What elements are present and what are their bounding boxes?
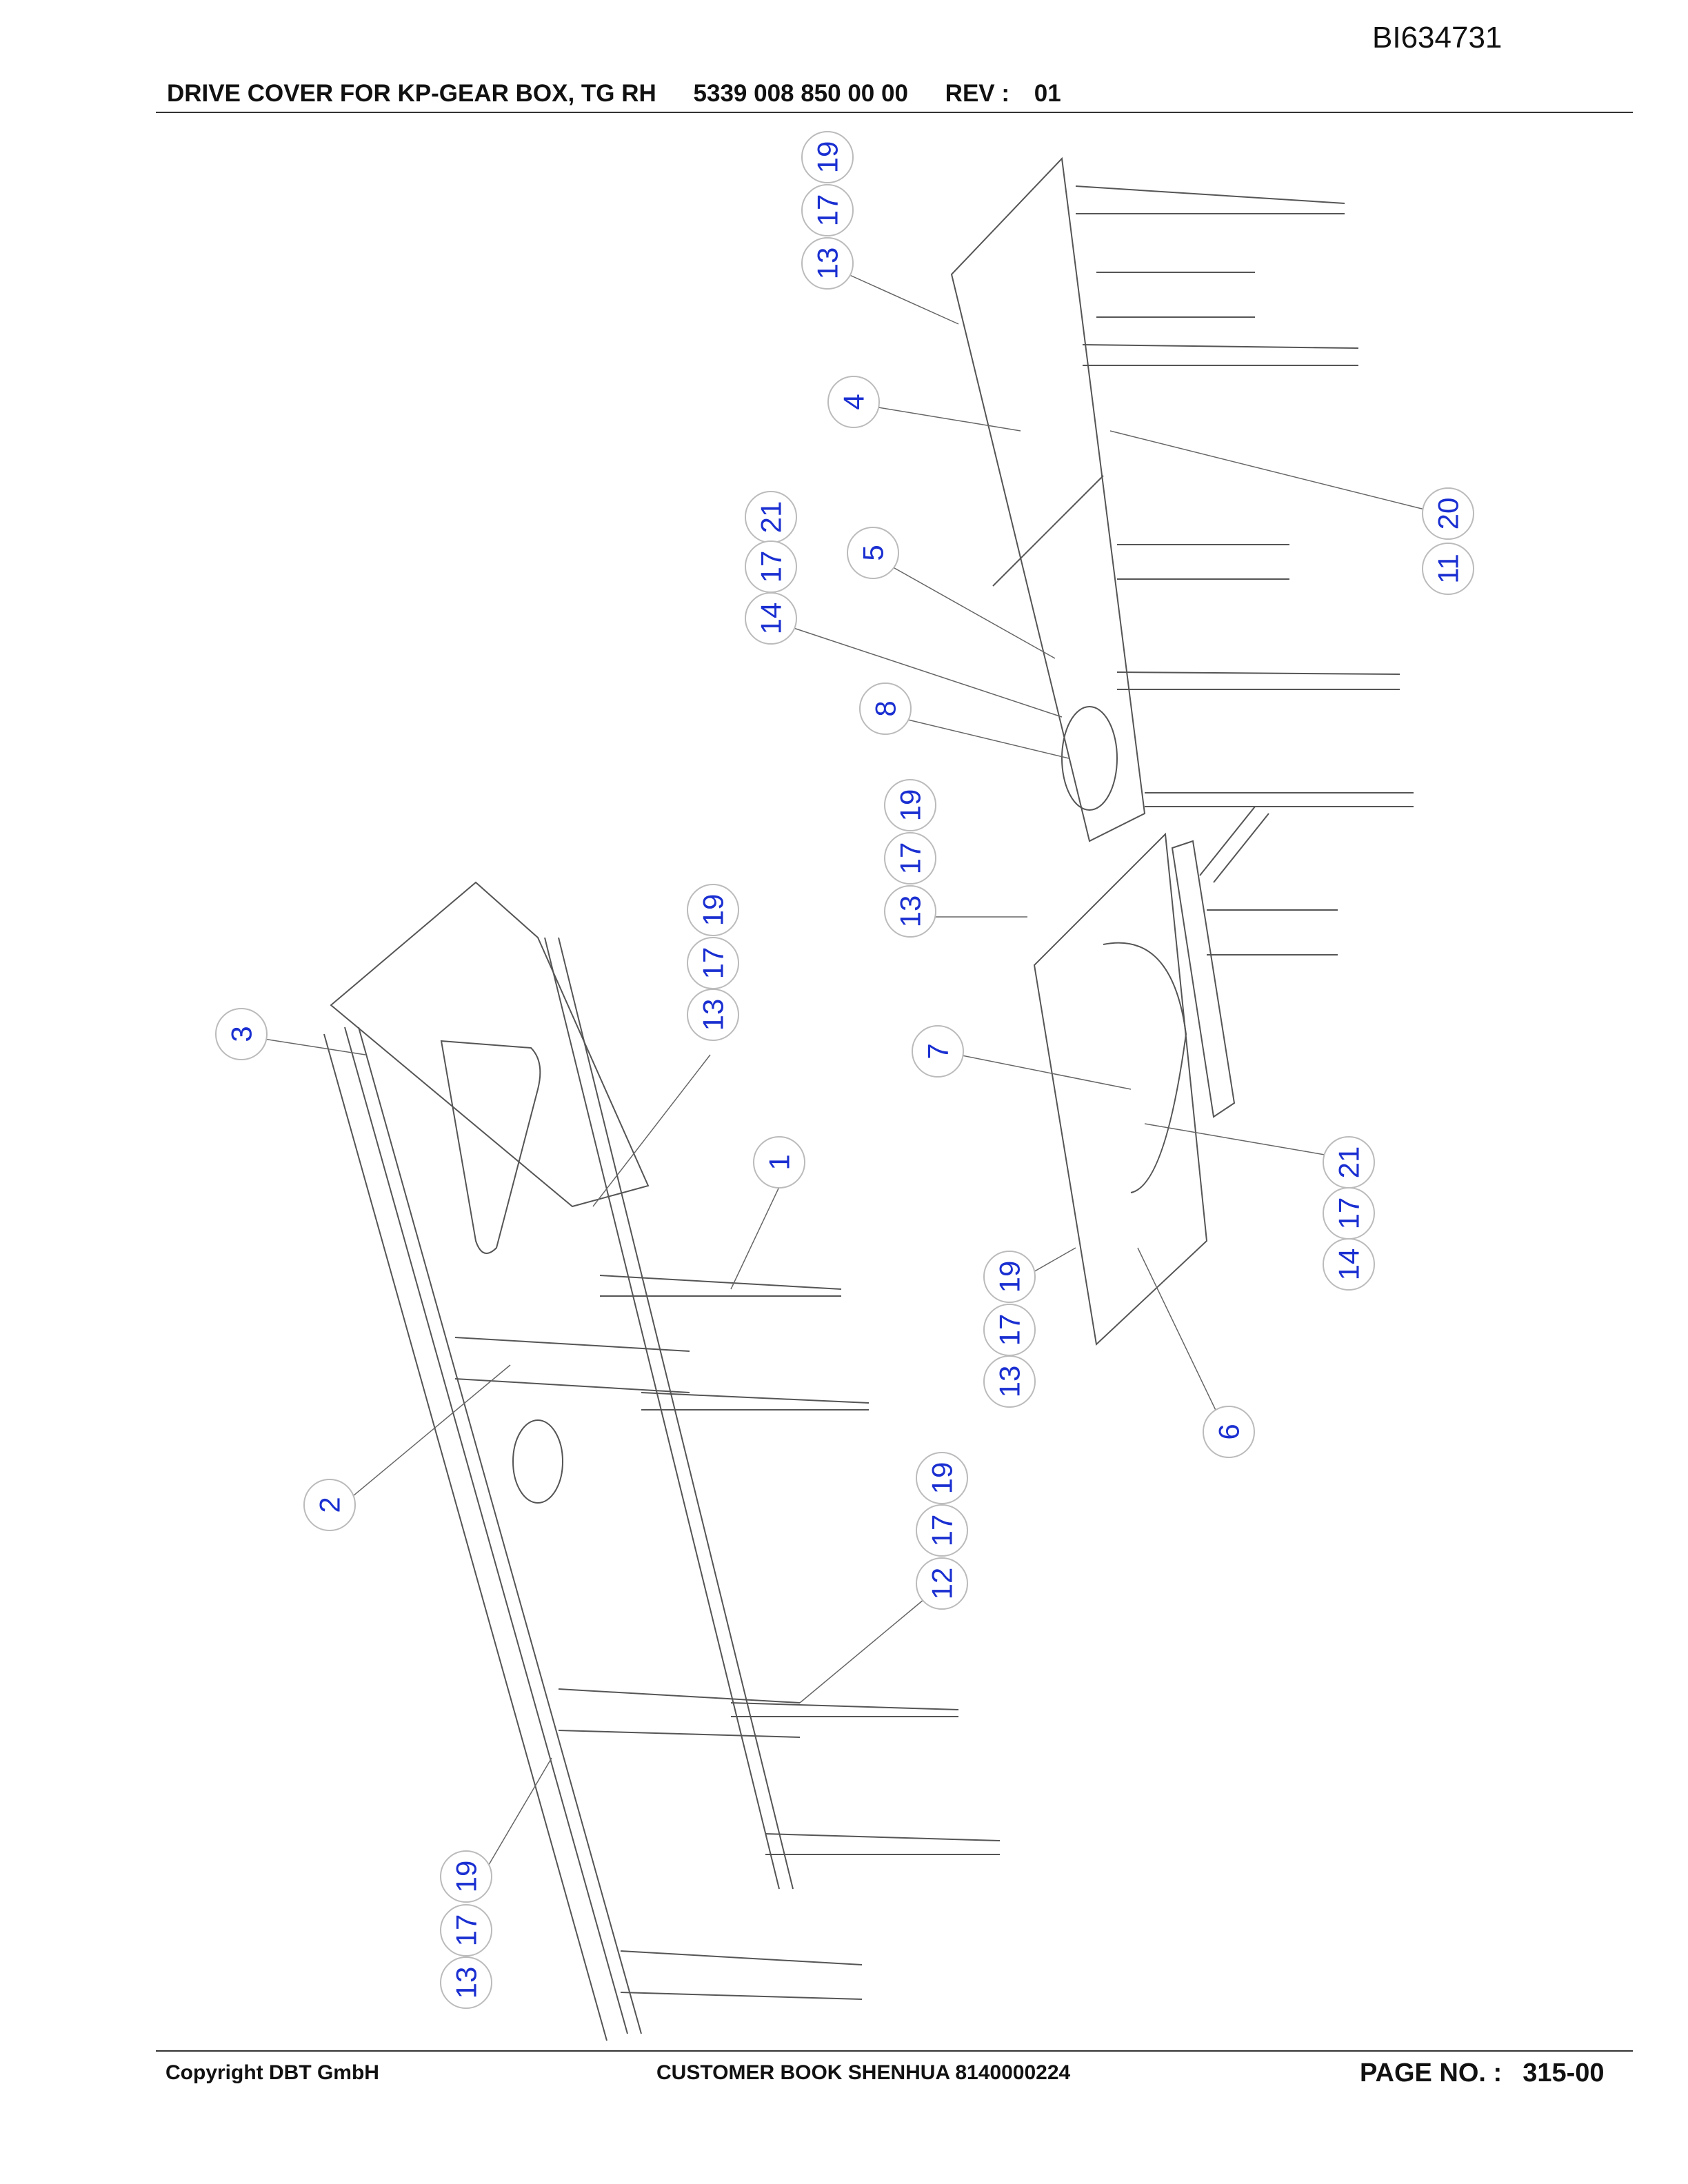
- balloon: [687, 989, 739, 1041]
- balloon: [753, 1136, 805, 1189]
- balloon-label: 5: [857, 545, 890, 560]
- item-balloons: 19 17 13 4 20 11 21 17 14 5 8 19 17 13 1…: [215, 131, 1474, 2009]
- balloon: [912, 1025, 964, 1078]
- balloon-label: 13: [894, 896, 927, 928]
- balloon: [916, 1504, 968, 1557]
- balloon: [1323, 1238, 1375, 1291]
- balloon: [687, 884, 739, 936]
- balloon-label: 17: [450, 1914, 483, 1947]
- balloon: [859, 682, 912, 735]
- balloon: [440, 1850, 492, 1903]
- balloon-label: 19: [894, 789, 927, 822]
- balloon: [1422, 487, 1474, 540]
- balloon-label: 20: [1432, 498, 1465, 530]
- balloon: [1422, 543, 1474, 595]
- balloon-label: 21: [755, 501, 787, 534]
- balloon: [801, 237, 854, 290]
- upper-assembly: [950, 156, 1414, 1346]
- balloon: [440, 1904, 492, 1957]
- balloon: [827, 376, 880, 428]
- drawing-title-row: DRIVE COVER FOR KP-GEAR BOX, TG RH 5339 …: [167, 80, 1092, 108]
- balloon-label: 13: [697, 999, 730, 1031]
- balloon-label: 19: [812, 141, 844, 174]
- balloon: [1203, 1406, 1255, 1458]
- balloon-label: 21: [1333, 1146, 1365, 1179]
- balloon-label: 17: [994, 1314, 1026, 1346]
- balloon: [983, 1251, 1036, 1303]
- balloon-label: 19: [994, 1261, 1026, 1293]
- customer-book: CUSTOMER BOOK SHENHUA 8140000224: [656, 2061, 1071, 2084]
- balloon-label: 17: [894, 842, 927, 875]
- balloon-label: 7: [922, 1043, 954, 1059]
- page-value: 315-00: [1523, 2059, 1605, 2087]
- balloon: [303, 1479, 356, 1531]
- balloon-label: 13: [994, 1366, 1026, 1398]
- balloon: [983, 1355, 1036, 1408]
- header-rule: [156, 112, 1633, 113]
- document-id: BI634731: [1372, 21, 1503, 54]
- balloon: [801, 131, 854, 183]
- balloon-label: 17: [812, 194, 844, 227]
- footer-rule: [156, 2050, 1633, 2052]
- rev-label: REV :: [945, 80, 1010, 107]
- balloon: [745, 592, 797, 645]
- balloon-label: 17: [1333, 1197, 1365, 1230]
- balloon: [916, 1452, 968, 1504]
- balloon: [215, 1008, 268, 1060]
- balloon: [884, 885, 936, 938]
- balloon: [916, 1557, 968, 1610]
- balloon-label: 2: [314, 1497, 346, 1513]
- balloon-label: 19: [450, 1861, 483, 1893]
- leader-lines: [254, 274, 1428, 1876]
- balloon: [884, 779, 936, 831]
- lower-assembly: [323, 881, 1001, 2041]
- page-label: PAGE NO. :: [1360, 2059, 1503, 2087]
- balloon-label: 19: [697, 894, 730, 927]
- balloon: [440, 1957, 492, 2009]
- balloon-label: 4: [838, 394, 870, 410]
- balloon-label: 3: [225, 1026, 258, 1042]
- balloon-label: 17: [755, 551, 787, 583]
- balloon-label: 19: [926, 1462, 958, 1495]
- balloon: [847, 527, 899, 579]
- balloon-label: 8: [870, 700, 902, 716]
- drawing-title: DRIVE COVER FOR KP-GEAR BOX, TG RH: [167, 80, 656, 107]
- balloon: [801, 184, 854, 236]
- plate-7: [1033, 832, 1208, 1346]
- cover-plate-2: [330, 881, 650, 1208]
- balloon-label: 11: [1432, 554, 1465, 584]
- page-number: PAGE NO. : 315-00: [1360, 2059, 1605, 2088]
- balloon-label: 1: [763, 1154, 796, 1170]
- part-number: 5339 008 850 00 00: [693, 80, 908, 107]
- rev-value: 01: [1034, 80, 1061, 107]
- balloon-label: 13: [812, 247, 844, 280]
- balloon-label: 6: [1213, 1424, 1245, 1439]
- balloon-label: 14: [1333, 1248, 1365, 1281]
- balloon-label: 14: [755, 603, 787, 635]
- balloon: [884, 832, 936, 884]
- copyright: Copyright DBT GmbH: [165, 2061, 379, 2084]
- balloon-label: 13: [450, 1967, 483, 1999]
- upper-posts: [1075, 185, 1414, 956]
- balloon-label: 17: [926, 1515, 958, 1547]
- balloon-label: 12: [926, 1568, 958, 1600]
- balloon-label: 17: [697, 947, 730, 980]
- lower-posts: [454, 1275, 1001, 2000]
- main-rail: [323, 1033, 607, 2041]
